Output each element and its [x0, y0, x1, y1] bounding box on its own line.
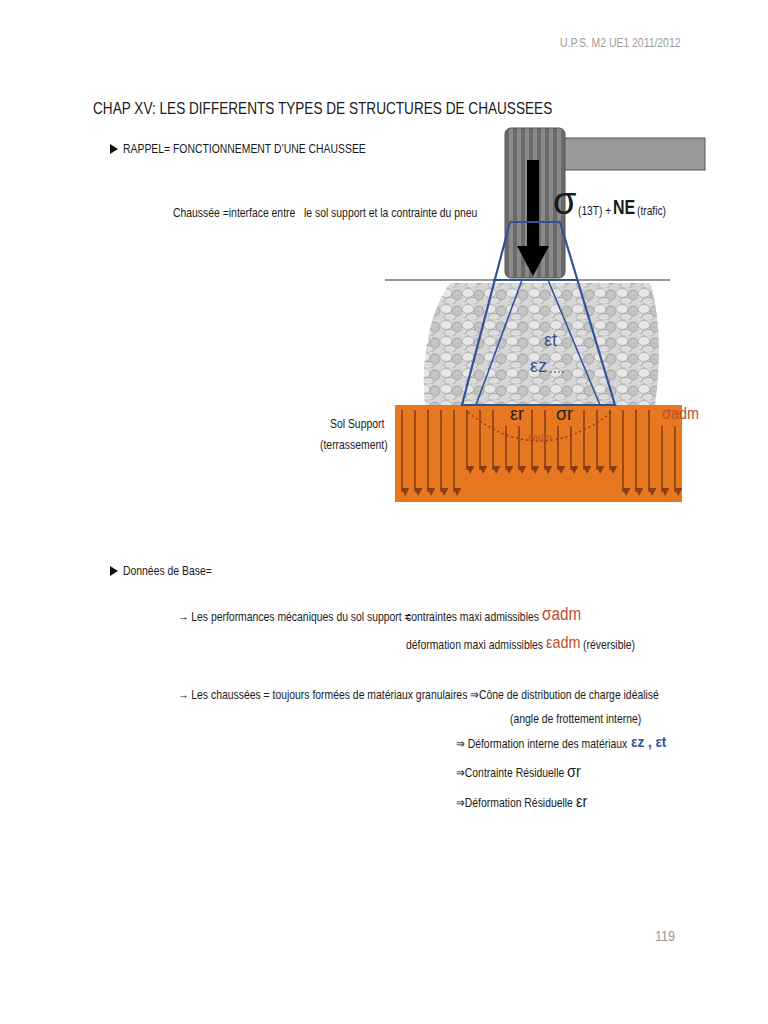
traffic-symbol: NE: [613, 196, 635, 219]
stress-arrow: [505, 426, 507, 470]
body-text: → Les chaussées = toujours formées de ma…: [178, 688, 659, 703]
strain-symbol: εt: [544, 330, 557, 351]
load-note: (13T) +: [578, 205, 611, 219]
body-text: ⇒ Déformation interne des matériaux: [456, 737, 627, 752]
stress-arrow: [596, 410, 598, 470]
body-text: déformation maxi admissibles: [406, 638, 543, 653]
stress-arrow: [466, 410, 468, 470]
stress-arrows: [402, 410, 675, 492]
stress-arrow: [492, 410, 494, 470]
section-heading: RAPPEL= FONCTIONNEMENT D’UNE CHAUSSEE: [123, 142, 366, 157]
axle: [555, 138, 705, 170]
soil-label: (terrassement): [320, 438, 388, 453]
stress-arrow: [557, 426, 559, 470]
load-arrow-head: [517, 246, 549, 276]
road-surface: [385, 279, 670, 280]
stress-symbol: σadm: [662, 405, 699, 423]
bullet: [110, 566, 118, 576]
stress-arrow: [583, 410, 585, 470]
stress-arrow: [414, 410, 416, 492]
strain-symbol: εadm: [528, 432, 552, 444]
stress-arrow: [440, 410, 442, 492]
stress-arrow: [453, 410, 455, 492]
soil-label: Sol Support: [330, 417, 384, 432]
bullet: [110, 144, 118, 154]
stress-arrow: [427, 410, 429, 492]
stress-arrow: [518, 426, 520, 470]
page-title: CHAP XV: LES DIFFERENTS TYPES DE STRUCTU…: [93, 99, 552, 119]
load-note: (trafic): [637, 205, 666, 219]
stress-symbol: σ: [553, 180, 576, 224]
stress-arrow: [674, 426, 676, 492]
strain-arrow: [550, 372, 566, 373]
stress-symbol: σr: [556, 404, 573, 425]
stress-arrow: [622, 410, 624, 492]
strain-symbol: εz , εt: [631, 733, 666, 750]
body-text: (angle de frottement interne): [510, 712, 641, 727]
stress-arrow: [661, 426, 663, 492]
body-text: ⇒Déformation Résiduelle: [456, 796, 573, 811]
body-text: ⇒Contrainte Résiduelle: [456, 766, 564, 781]
definition-text: Chaussée =interface entre le sol support…: [173, 206, 477, 221]
strain-symbol: εr: [510, 404, 524, 425]
body-text: → Les performances mécaniques du sol sup…: [178, 610, 411, 625]
body-text: (réversible): [583, 638, 635, 653]
stress-arrow: [635, 410, 637, 492]
section-heading: Données de Base=: [123, 564, 212, 579]
page-header: U.P.S. M2 UE1 2011/2012: [560, 36, 680, 51]
stress-arrow: [648, 410, 650, 492]
load-cone: [476, 280, 522, 405]
support-soil: [395, 405, 682, 502]
stress-arrow: [570, 426, 572, 470]
strain-symbol: εz: [530, 356, 547, 377]
stress-arrow: [609, 410, 611, 470]
stress-symbol: σr: [567, 763, 581, 781]
strain-symbol: εadm: [546, 633, 581, 653]
load-cone: [493, 279, 577, 281]
body-text: contraintes maxi admissibles: [406, 610, 539, 625]
strain-symbol: εr: [576, 793, 587, 811]
granular-layer: [424, 283, 659, 405]
stress-arrow: [401, 410, 403, 492]
stress-arrow: [479, 410, 481, 470]
stress-symbol: σadm: [542, 604, 581, 625]
page-number: 119: [655, 928, 675, 944]
load-cone: [462, 222, 615, 405]
load-arrow: [527, 160, 539, 248]
